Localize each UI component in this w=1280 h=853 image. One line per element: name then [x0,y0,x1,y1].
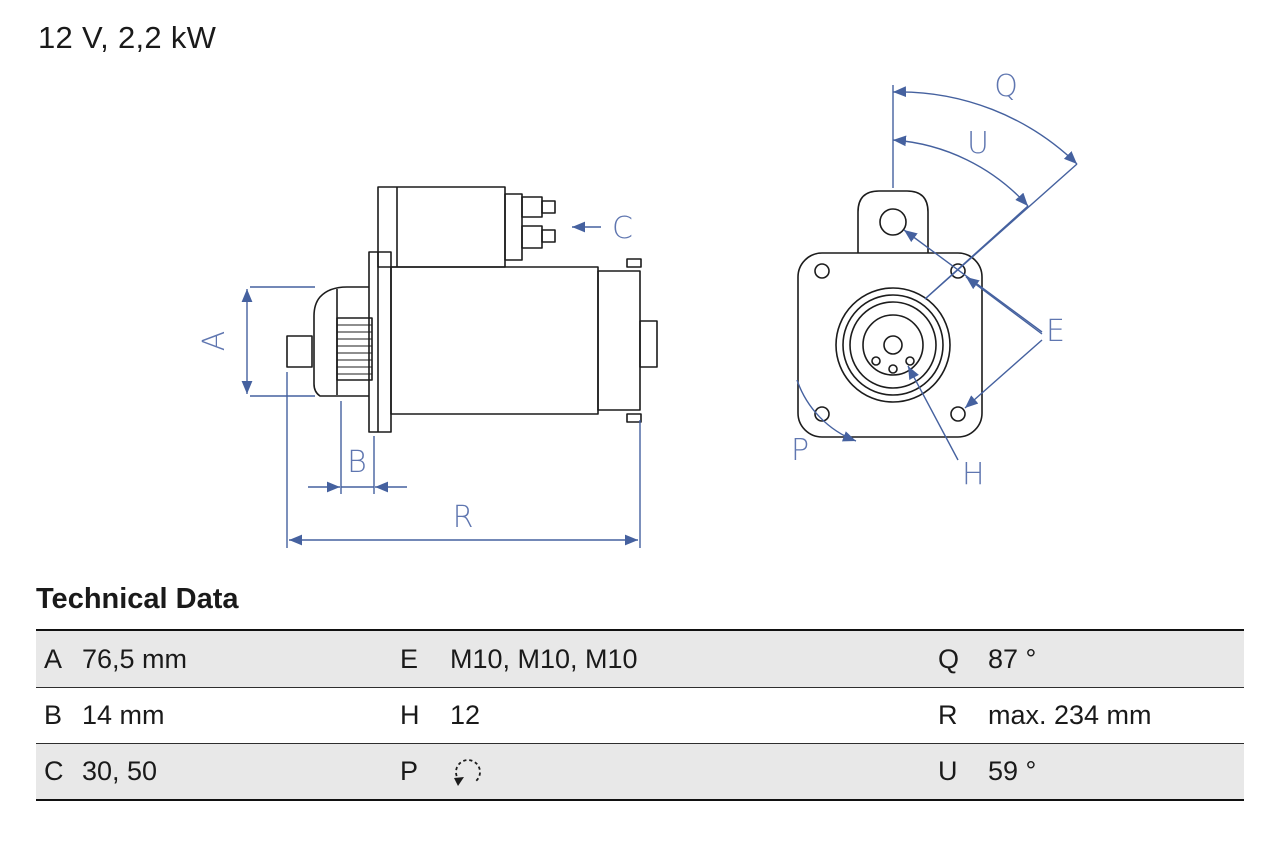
terminal-upper [521,196,543,218]
technical-data-table: A 76,5 mm E M10, M10, M10 Q 87 ° B 14 mm… [36,629,1244,801]
technical-data-heading: Technical Data [36,583,239,615]
drive-housing [313,286,369,397]
dim-label-A: A [197,331,232,352]
dimension-lines [241,85,1078,548]
bolt-hole [814,263,830,279]
param-key: C [44,756,64,786]
terminal-lower [521,225,543,249]
param-key: Q [938,643,960,674]
technical-data-section: Technical Data A 76,5 mm E M10, M10, M10… [36,583,1244,801]
technical-drawing: A B C R Q U E P H [197,69,1078,548]
ear-hole [879,208,907,236]
table-row: B 14 mm H 12 R max. 234 mm [36,687,1244,743]
param-value: 76,5 mm [82,643,188,674]
param-value: 12 [450,700,481,730]
dim-label-Q: Q [994,69,1018,104]
param-key: A [44,643,63,674]
param-value [442,755,930,789]
leader-H [907,365,959,461]
flange-face [797,252,983,438]
param-value: 59 ° [988,756,1037,786]
bolt-hole [950,406,966,422]
shaft-end [286,335,313,368]
dim-arc-U [892,135,1029,207]
param-value: max. 234 mm [988,700,1152,730]
motor-body [390,266,599,415]
dim-label-U: U [967,126,989,161]
rotation-direction-icon [454,758,481,786]
param-key: H [400,700,420,730]
dim-label-P: P [791,433,809,468]
starter-front-view [797,190,983,438]
param-key: B [44,700,63,730]
param-key: U [938,756,958,786]
table-row: C 30, 50 P U 59 ° [36,743,1244,799]
starter-side-view [286,186,658,433]
dim-label-R: R [453,500,474,535]
dim-label-H: H [962,457,985,492]
param-key: P [400,756,419,786]
dim-label-B: B [347,445,367,480]
dim-arc-P [796,379,857,442]
bearing-boss [835,287,951,403]
param-value: 14 mm [82,700,165,730]
param-value: 87 ° [988,643,1037,674]
dim-label-C: C [612,211,633,246]
bolt-hole [950,263,966,279]
voltage-power-title: 12 V, 2,2 kW [38,20,217,55]
param-key: R [938,700,958,730]
param-value: 30, 50 [82,756,158,786]
table-row: A 76,5 mm E M10, M10, M10 Q 87 ° [36,631,1244,687]
mounting-ear [857,190,929,253]
param-key: E [400,643,419,674]
pinion-gear [336,317,373,381]
dim-arc-Q [892,86,1078,165]
shaft-hole [883,335,903,355]
dim-label-E: E [1046,314,1065,349]
param-value: M10, M10, M10 [450,643,638,674]
bolt-hole [814,406,830,422]
